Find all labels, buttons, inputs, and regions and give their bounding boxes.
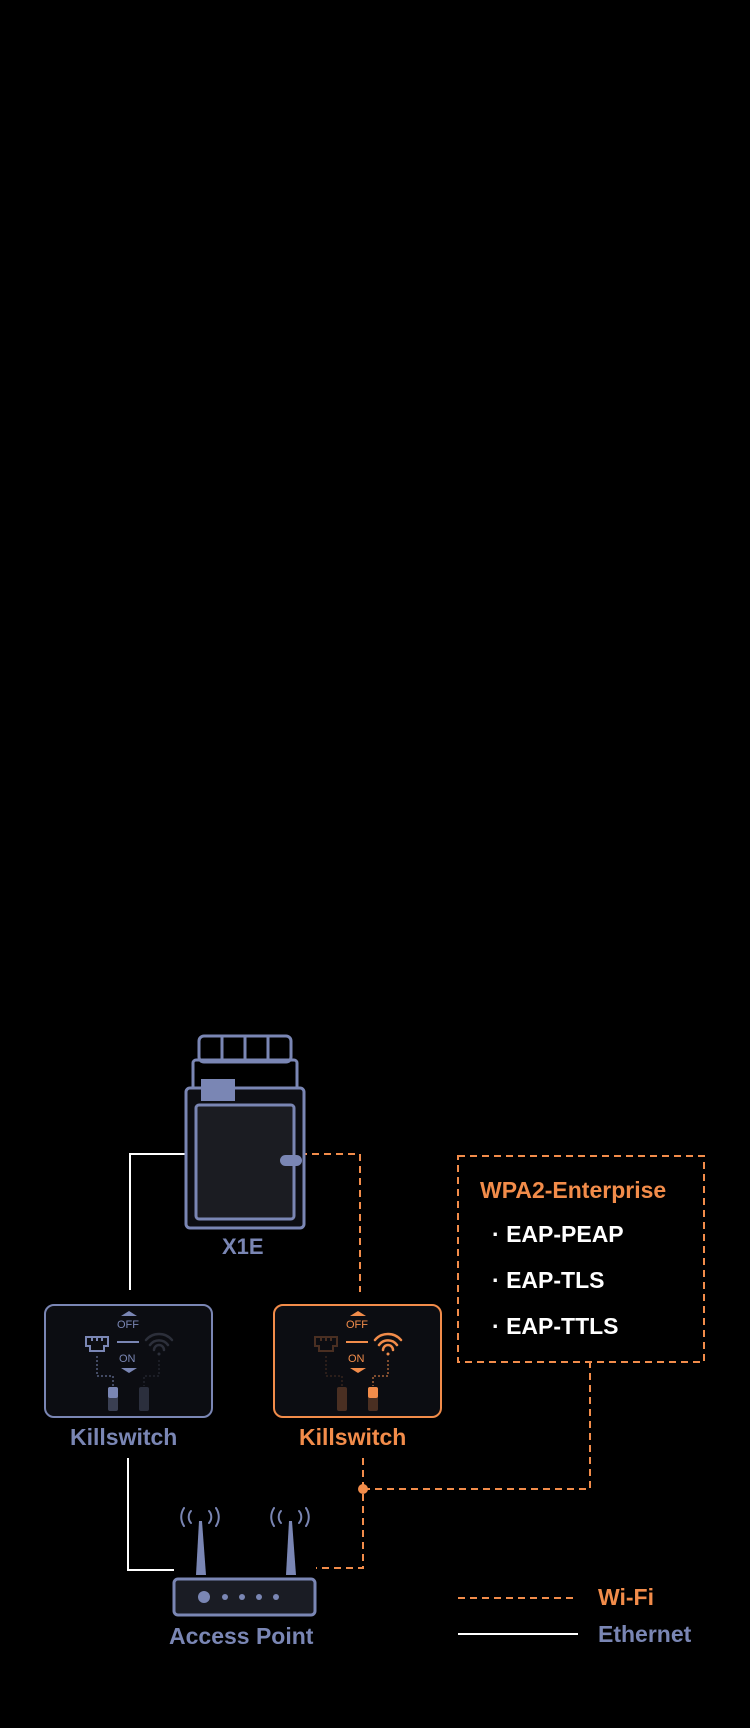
- legend-ethernet-label: Ethernet: [598, 1621, 692, 1647]
- security-method-label: EAP-TTLS: [506, 1313, 619, 1339]
- security-method-item: · EAP-TLS: [492, 1267, 605, 1293]
- wifi-icon: [373, 1332, 403, 1356]
- security-method-item: · EAP-TTLS: [492, 1313, 619, 1339]
- ethernet-port-icon: [314, 1336, 338, 1352]
- security-method-item: · EAP-PEAP: [492, 1221, 624, 1247]
- killswitch-left-on-label: ON: [119, 1353, 136, 1365]
- ethernet-link-x1e-killswitch: [129, 1153, 186, 1290]
- killswitch-left-off-label: OFF: [117, 1319, 139, 1331]
- killswitch-right-card: [273, 1304, 442, 1418]
- killswitch-left-label: Killswitch: [70, 1424, 178, 1450]
- ethernet-link-killswitch-ap: [127, 1458, 174, 1571]
- legend-wifi-label: Wi-Fi: [598, 1584, 654, 1610]
- killswitch-right-on-label: ON: [348, 1353, 365, 1365]
- wifi-link-security-ap: [363, 1362, 591, 1490]
- wifi-link-killswitch-ap: [316, 1458, 364, 1569]
- ethernet-links: [127, 1153, 186, 1571]
- security-method-label: EAP-PEAP: [506, 1221, 624, 1247]
- wifi-junction-dot: [358, 1484, 368, 1494]
- security-title: WPA2-Enterprise: [480, 1177, 667, 1203]
- wifi-links: [300, 1153, 591, 1569]
- security-box: [457, 1155, 705, 1363]
- access-point-label: Access Point: [169, 1623, 314, 1649]
- security-method-label: EAP-TLS: [506, 1267, 605, 1293]
- access-point-icon: [172, 1507, 317, 1617]
- killswitch-right-off-label: OFF: [346, 1319, 368, 1331]
- killswitch-left-card: [44, 1304, 213, 1418]
- ethernet-port-icon: [85, 1336, 109, 1352]
- killswitch-right-label: Killswitch: [299, 1424, 407, 1450]
- wifi-icon: [144, 1332, 174, 1356]
- x1e-device-icon: [184, 1034, 306, 1230]
- wifi-link-x1e-killswitch: [300, 1153, 361, 1292]
- x1e-label: X1E: [222, 1234, 264, 1259]
